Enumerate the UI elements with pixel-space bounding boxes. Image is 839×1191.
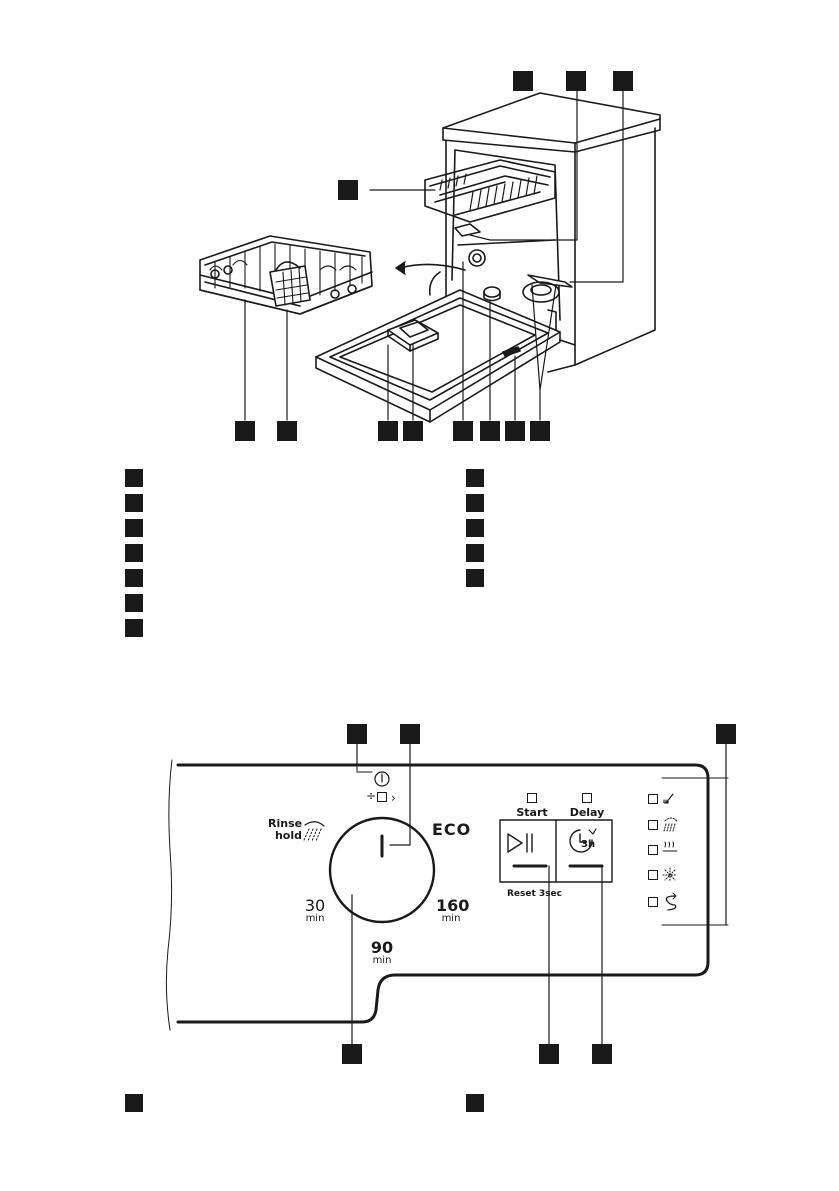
time-90-label: 90 bbox=[370, 938, 394, 957]
marker-filters bbox=[530, 421, 550, 441]
marker-worktop bbox=[513, 71, 533, 91]
legend-marker bbox=[125, 619, 143, 637]
eco-label: ECO bbox=[432, 820, 472, 839]
rinse-hold-label: Rinse hold bbox=[268, 817, 303, 842]
legend-marker bbox=[125, 494, 143, 512]
marker-lower-spray-arm bbox=[613, 71, 633, 91]
marker-rinse-aid-dispenser bbox=[403, 421, 423, 441]
marker-salt-container bbox=[480, 421, 500, 441]
delay-start-button[interactable] bbox=[557, 821, 611, 881]
legend-marker bbox=[125, 469, 143, 487]
dishwasher-illustration bbox=[199, 89, 661, 423]
marker-delay-button bbox=[592, 1044, 612, 1064]
delay-led bbox=[582, 793, 592, 803]
time-160-label: 160 bbox=[436, 896, 470, 915]
marker-upper-basket bbox=[338, 180, 358, 200]
start-led bbox=[527, 793, 537, 803]
marker-cutlery-basket bbox=[277, 421, 297, 441]
start-pause-button[interactable] bbox=[501, 821, 555, 881]
marker-eco-pointer bbox=[400, 724, 420, 744]
indicator-led bbox=[648, 820, 658, 830]
legend-marker bbox=[125, 544, 143, 562]
start-label: Start bbox=[516, 806, 548, 819]
marker-rating-plate bbox=[505, 421, 525, 441]
indicator-led bbox=[648, 897, 658, 907]
legend-marker bbox=[466, 544, 484, 562]
indicator-led bbox=[648, 794, 658, 804]
legend-marker bbox=[125, 594, 143, 612]
indicator-led bbox=[648, 845, 658, 855]
marker-upper-spray-arm bbox=[566, 71, 586, 91]
legend-marker bbox=[466, 1094, 484, 1112]
delay-hours-glyph: 3h bbox=[581, 839, 596, 850]
time-30-label: 30 bbox=[304, 896, 326, 915]
legend-marker bbox=[466, 569, 484, 587]
time-30-unit: min bbox=[305, 913, 325, 924]
marker-programme-knob bbox=[342, 1044, 362, 1064]
delay-label: Delay bbox=[569, 806, 605, 819]
legend-marker bbox=[125, 1094, 143, 1112]
marker-lower-basket bbox=[235, 421, 255, 441]
chevron-right-icon: › bbox=[391, 791, 396, 805]
mark-icon: ÷ bbox=[366, 789, 377, 803]
legend-marker bbox=[466, 469, 484, 487]
programme-knob[interactable] bbox=[330, 818, 434, 922]
legend-marker bbox=[466, 519, 484, 537]
marker-on-off-indicator bbox=[347, 724, 367, 744]
reset-label: Reset 3sec bbox=[507, 889, 562, 899]
marker-indicators bbox=[716, 724, 736, 744]
marker-start-button bbox=[539, 1044, 559, 1064]
legend-marker bbox=[125, 519, 143, 537]
power-led bbox=[377, 792, 387, 802]
marker-detergent-dispenser bbox=[378, 421, 398, 441]
legend-marker bbox=[466, 494, 484, 512]
legend-marker bbox=[125, 569, 143, 587]
indicator-led bbox=[648, 870, 658, 880]
time-160-unit: min bbox=[441, 913, 461, 924]
time-90-unit: min bbox=[372, 955, 392, 966]
marker-air-vent bbox=[453, 421, 473, 441]
